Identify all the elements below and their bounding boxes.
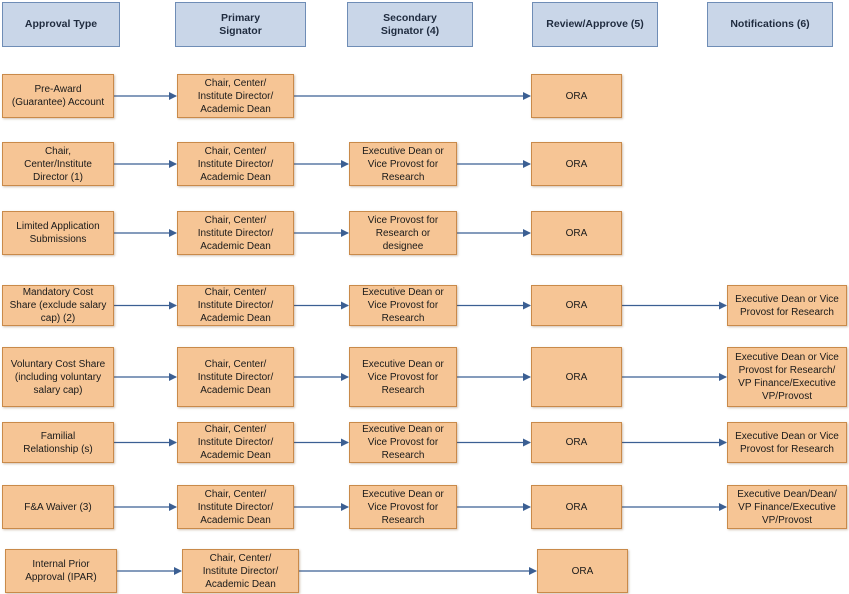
review-box-row-3: ORA — [531, 211, 622, 255]
primary-box-row-6: Chair, Center/ Institute Director/ Acade… — [177, 422, 294, 463]
header-primary-signator: Primary Signator — [175, 2, 306, 47]
type-box-row-6: Familial Relationship (s) — [2, 422, 114, 463]
header-notifications: Notifications (6) — [707, 2, 833, 47]
type-box-row-3: Limited Application Submissions — [2, 211, 114, 255]
header-review-approve: Review/Approve (5) — [532, 2, 658, 47]
type-box-row-2: Chair, Center/Institute Director (1) — [2, 142, 114, 186]
secondary-box-row-6: Executive Dean or Vice Provost for Resea… — [349, 422, 457, 463]
secondary-box-row-2: Executive Dean or Vice Provost for Resea… — [349, 142, 457, 186]
review-box-row-6: ORA — [531, 422, 622, 463]
type-box-row-5: Voluntary Cost Share (including voluntar… — [2, 347, 114, 407]
primary-box-row-2: Chair, Center/ Institute Director/ Acade… — [177, 142, 294, 186]
primary-box-row-7: Chair, Center/ Institute Director/ Acade… — [177, 485, 294, 529]
notification-box-row-6: Executive Dean or Vice Provost for Resea… — [727, 422, 847, 463]
primary-box-row-3: Chair, Center/ Institute Director/ Acade… — [177, 211, 294, 255]
review-box-row-8: ORA — [537, 549, 628, 593]
secondary-box-row-4: Executive Dean or Vice Provost for Resea… — [349, 285, 457, 326]
primary-box-row-4: Chair, Center/ Institute Director/ Acade… — [177, 285, 294, 326]
type-box-row-4: Mandatory Cost Share (exclude salary cap… — [2, 285, 114, 326]
review-box-row-2: ORA — [531, 142, 622, 186]
header-secondary-signator: Secondary Signator (4) — [347, 2, 473, 47]
notification-box-row-5: Executive Dean or Vice Provost for Resea… — [727, 347, 847, 407]
notification-box-row-4: Executive Dean or Vice Provost for Resea… — [727, 285, 847, 326]
primary-box-row-1: Chair, Center/ Institute Director/ Acade… — [177, 74, 294, 118]
type-box-row-1: Pre-Award (Guarantee) Account — [2, 74, 114, 118]
review-box-row-4: ORA — [531, 285, 622, 326]
primary-box-row-8: Chair, Center/ Institute Director/ Acade… — [182, 549, 299, 593]
notification-box-row-7: Executive Dean/Dean/ VP Finance/Executiv… — [727, 485, 847, 529]
type-box-row-8: Internal Prior Approval (IPAR) — [5, 549, 117, 593]
review-box-row-7: ORA — [531, 485, 622, 529]
review-box-row-1: ORA — [531, 74, 622, 118]
secondary-box-row-7: Executive Dean or Vice Provost for Resea… — [349, 485, 457, 529]
primary-box-row-5: Chair, Center/ Institute Director/ Acade… — [177, 347, 294, 407]
secondary-box-row-5: Executive Dean or Vice Provost for Resea… — [349, 347, 457, 407]
type-box-row-7: F&A Waiver (3) — [2, 485, 114, 529]
review-box-row-5: ORA — [531, 347, 622, 407]
header-approval-type: Approval Type — [2, 2, 120, 47]
secondary-box-row-3: Vice Provost for Research or designee — [349, 211, 457, 255]
